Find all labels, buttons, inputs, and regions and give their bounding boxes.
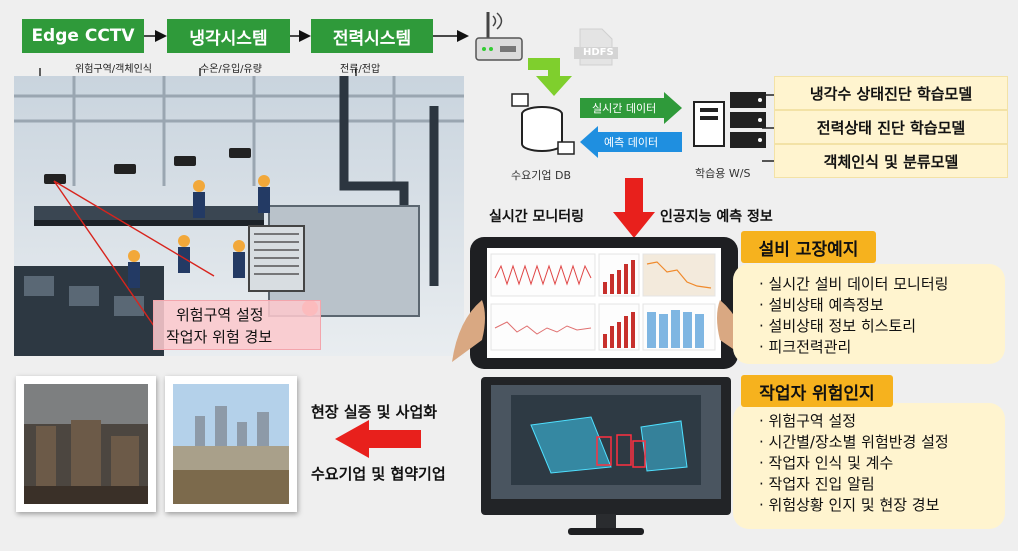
monitor-stand — [568, 514, 644, 535]
edge-cctv-box: Edge CCTV — [22, 19, 144, 53]
warning-line1: 위험구역 설정 — [176, 306, 264, 324]
realtime-data-arrow — [580, 92, 682, 124]
worker-item: · 시간별/장소별 위험반경 설정 — [759, 433, 949, 451]
deploy-line1: 현장 실증 및 사업화 — [311, 403, 438, 421]
monitor-screen — [491, 385, 721, 499]
warning-box — [153, 300, 321, 350]
worker-item: · 위험구역 설정 — [759, 412, 857, 430]
worker-badge: 작업자 위험인지 — [741, 375, 893, 407]
green-down-arrow — [528, 58, 572, 96]
equipment-badge: 설비 고장예지 — [741, 231, 876, 263]
equipment-list: · 실시간 설비 데이터 모니터링 · 설비상태 예측정보 · 설비상태 정보 … — [733, 264, 1005, 364]
model-connectors — [762, 94, 776, 162]
cooling-sublabel: 수온/유입/유량 — [200, 64, 262, 75]
worker-item: · 위험상황 인지 및 현장 경보 — [759, 496, 940, 514]
iot-gateway-icon — [475, 12, 523, 61]
power-system-label: 전력시스템 — [332, 28, 412, 49]
model-cooling-label: 냉각수 상태진단 학습모델 — [809, 84, 973, 103]
model-power-label: 전력상태 진단 학습모델 — [816, 118, 966, 137]
equipment-item: · 실시간 설비 데이터 모니터링 — [759, 275, 949, 293]
worker-item: · 작업자 진입 알림 — [759, 475, 875, 493]
edge-cctv-sublabel: 위험구역/객체인식 — [75, 64, 152, 75]
edge-cctv-label: Edge CCTV — [31, 26, 135, 46]
warning-line2: 작업자 위험 경보 — [166, 328, 273, 346]
model-object: 객체인식 및 분류모델 — [774, 144, 1008, 178]
photo-factory-interior — [16, 376, 156, 512]
dashboard-charts — [490, 253, 716, 351]
model-object-label: 객체인식 및 분류모델 — [823, 152, 959, 171]
ws-label: 학습용 W/S — [695, 167, 751, 180]
realtime-data-label: 실시간 데이터 — [592, 102, 657, 115]
hands-holding-tablet — [452, 300, 752, 362]
hdfs-label: HDFS — [583, 47, 614, 58]
worker-risk-list: · 위험구역 설정 · 시간별/장소별 위험반경 설정 · 작업자 인식 및 계… — [733, 403, 1005, 529]
cooling-system-label: 냉각시스템 — [189, 28, 268, 49]
equipment-title: 설비 고장예지 — [758, 239, 859, 260]
equipment-item: · 설비상태 예측정보 — [759, 296, 884, 314]
predict-data-arrow — [580, 126, 682, 158]
deploy-line2: 수요기업 및 협약기업 — [311, 465, 446, 483]
power-sublabel: 전류/전압 — [340, 64, 381, 75]
database-icon — [511, 93, 575, 155]
realtime-monitoring-label: 실시간 모니터링 — [489, 209, 585, 225]
predict-data-label: 예측 데이터 — [604, 136, 659, 149]
ai-prediction-label: 인공지능 예측 정보 — [660, 209, 773, 225]
hdfs-file-icon — [574, 28, 618, 66]
red-left-arrow — [335, 420, 421, 458]
model-power: 전력상태 진단 학습모델 — [774, 110, 1008, 144]
equipment-item: · 피크전력관리 — [759, 338, 852, 356]
equipment-item: · 설비상태 정보 히스토리 — [759, 317, 917, 335]
worker-title: 작업자 위험인지 — [759, 383, 875, 404]
photo-industrial-complex — [165, 376, 297, 512]
model-cooling: 냉각수 상태진단 학습모델 — [774, 76, 1008, 110]
db-label: 수요기업 DB — [511, 169, 571, 182]
worker-item: · 작업자 인식 및 계수 — [759, 454, 894, 472]
cooling-system-box: 냉각시스템 — [167, 19, 290, 53]
red-down-arrow — [613, 178, 655, 238]
workstation-icon — [693, 92, 766, 148]
power-system-box: 전력시스템 — [311, 19, 433, 53]
